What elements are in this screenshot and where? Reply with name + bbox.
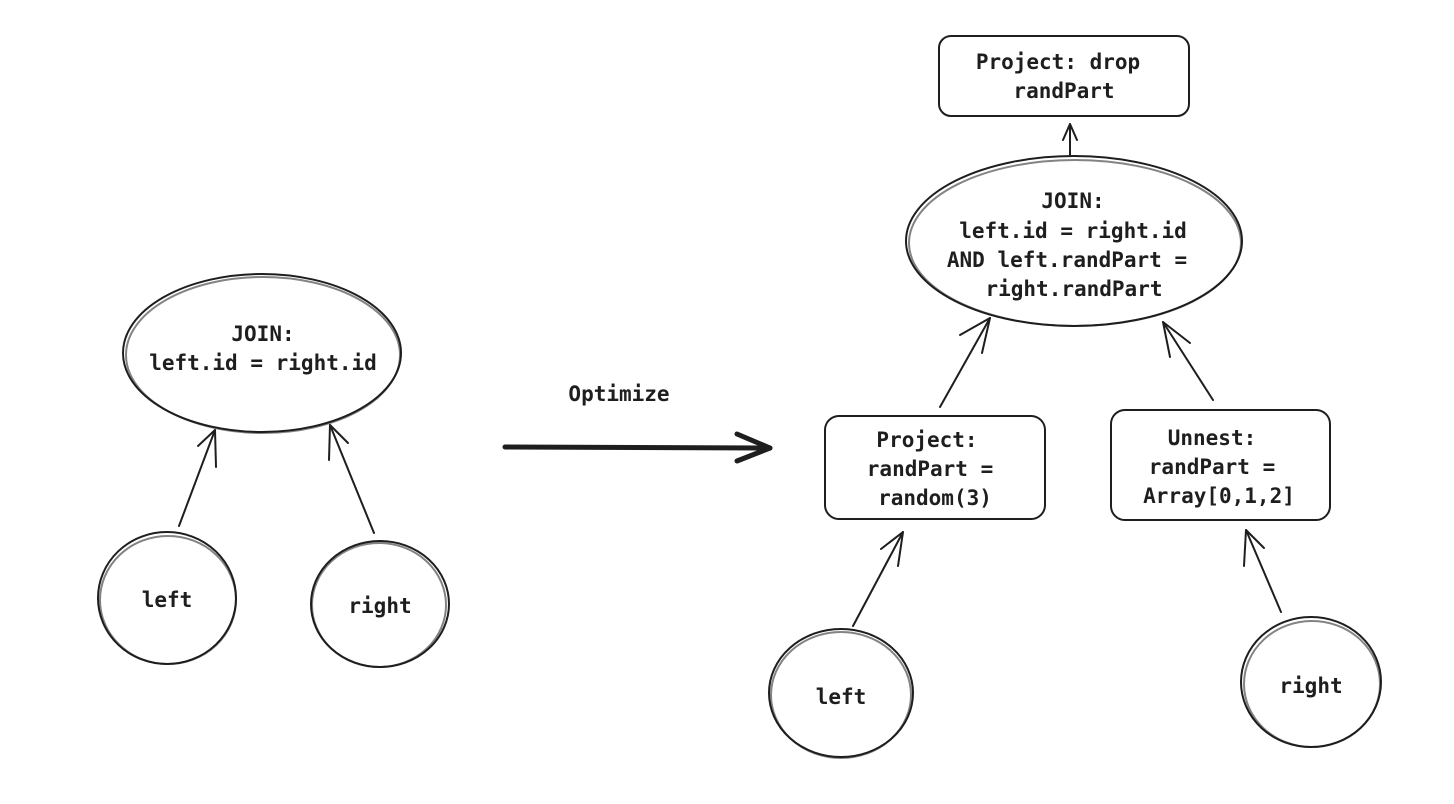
- after-edge-join-to-project-drop: [1062, 123, 1078, 159]
- before-left-input-node[interactable]: left: [97, 531, 237, 665]
- before-right-input-node[interactable]: right: [310, 540, 450, 668]
- after-unnest-node[interactable]: Unnest: randPart = Array[0,1,2]: [1110, 409, 1331, 521]
- after-project-line-3: random(3): [878, 486, 992, 510]
- after-project-line-2: randPart =: [867, 457, 993, 481]
- before-right-label: right: [348, 594, 411, 618]
- after-edge-right-to-unnest: [1243, 529, 1282, 613]
- after-project-node[interactable]: Project: randPart = random(3): [824, 415, 1046, 520]
- after-left-label: left: [816, 685, 867, 709]
- after-join-line-3: AND left.randPart =: [947, 248, 1187, 272]
- after-project-drop-node[interactable]: Project: drop randPart: [938, 35, 1190, 117]
- after-unnest-line-1: Unnest:: [1168, 426, 1257, 450]
- before-plan: JOIN: left.id = right.id left right: [97, 273, 450, 668]
- after-join-line-4: right.randPart: [985, 277, 1162, 301]
- after-left-input-node[interactable]: left: [768, 628, 914, 759]
- after-edge-project-to-join: [939, 317, 991, 408]
- optimize-label: Optimize: [568, 382, 669, 406]
- after-project-drop-line-1: Project: drop: [976, 50, 1140, 74]
- optimize-transform: Optimize: [502, 382, 773, 464]
- after-join-line-1: JOIN:: [1041, 189, 1104, 213]
- before-join-line-2: left.id = right.id: [149, 351, 377, 375]
- optimize-arrow: [502, 431, 773, 464]
- after-join-line-2: left.id = right.id: [959, 219, 1187, 243]
- after-project-line-1: Project:: [876, 428, 977, 452]
- after-join-node[interactable]: JOIN: left.id = right.id AND left.randPa…: [905, 155, 1243, 327]
- after-project-drop-line-2: randPart: [1013, 79, 1114, 103]
- after-right-input-node[interactable]: right: [1240, 616, 1382, 748]
- before-join-node[interactable]: JOIN: left.id = right.id: [122, 273, 402, 434]
- before-left-label: left: [142, 588, 193, 612]
- before-join-line-1: JOIN:: [231, 322, 294, 346]
- after-edge-left-to-project: [852, 531, 904, 627]
- after-edge-unnest-to-join: [1162, 321, 1214, 401]
- before-edge-left-to-join: [178, 429, 217, 527]
- after-unnest-line-2: randPart =: [1149, 455, 1275, 479]
- after-plan: Project: drop randPart JOIN: left.id = r…: [768, 35, 1382, 759]
- after-unnest-line-3: Array[0,1,2]: [1143, 484, 1295, 508]
- after-right-label: right: [1279, 674, 1342, 698]
- before-edge-right-to-join: [328, 424, 375, 534]
